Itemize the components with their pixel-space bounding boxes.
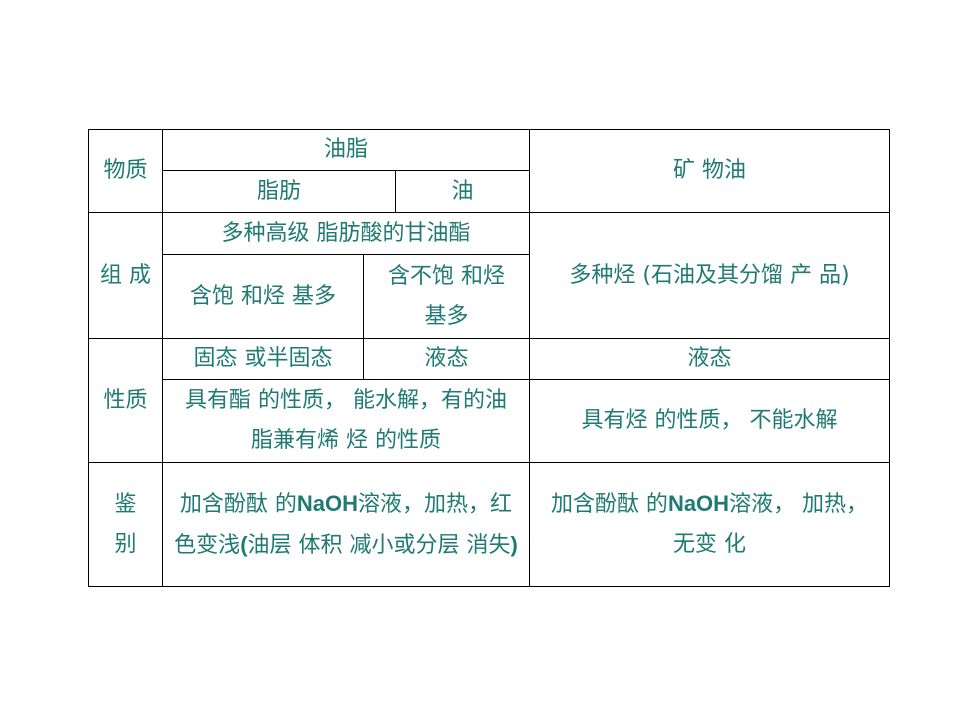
identification-oil-fat-text: 加含酚酞 的NaOH溶液，加热，红 色变浅(油层 体积 减小或分层 消失) xyxy=(168,484,524,566)
properties-mineral-state: 液态 xyxy=(687,346,732,371)
identification-label-b: 别 xyxy=(114,531,137,557)
identification-oil-fat-paren-open: ( xyxy=(240,531,248,557)
identification-oil-fat-part2: 溶液，加热，红 色变浅 xyxy=(174,491,513,558)
composition-oil: 含不饱 和烃 基多 xyxy=(388,263,505,329)
composition-fat: 含饱 和烃 基多 xyxy=(190,283,336,309)
properties-oil-fat-state: 固态 或半固态 xyxy=(193,346,333,371)
identification-oil-fat-naoh: NaOH xyxy=(296,490,359,516)
identification-mineral-text: 加含酚酞 的NaOH溶液， 加热， 无变 化 xyxy=(547,484,872,565)
identification-mineral: 加含酚酞 的NaOH溶液， 加热， 无变 化 xyxy=(529,462,890,587)
identification-mineral-part1: 加含酚酞 的 xyxy=(550,492,668,517)
header-mineral-oil: 矿 物油 xyxy=(673,158,746,183)
header-substance: 物质 xyxy=(103,158,148,183)
composition-label: 组 成 xyxy=(100,262,151,288)
identification-label-a: 鉴 xyxy=(114,491,137,517)
identification-oil-fat-part1: 加含酚酞 的 xyxy=(179,491,297,517)
identification-oil-fat-paren-close: ) xyxy=(510,531,518,557)
composition-mineral-oil: 多种烃 (石油及其分馏 产 品) xyxy=(529,212,890,339)
properties-mineral-chem: 具有烃 的性质， 不能水解 xyxy=(581,408,838,433)
properties-oil-fat-chem: 具有酯 的性质， 能水解，有的油脂兼有烯 烃 的性质 xyxy=(185,388,507,453)
composition-oil-fat-general: 多种高级 脂肪酸的甘油酯 xyxy=(221,220,471,246)
identification-oil-fat: 加含酚酞 的NaOH溶液，加热，红 色变浅(油层 体积 减小或分层 消失) xyxy=(162,462,530,587)
identification-mineral-part2: 溶液， 加热， 无变 化 xyxy=(673,492,869,557)
identification-label: 鉴 别 xyxy=(88,462,163,587)
composition-mineral-oil-text: 多种烃 (石油及其分馏 产 品) xyxy=(569,262,850,288)
identification-oil-fat-part3: 油层 体积 减小或分层 消失 xyxy=(247,532,511,558)
properties-oil-state: 液态 xyxy=(424,346,469,371)
identification-mineral-naoh: NaOH xyxy=(667,491,730,516)
properties-label: 性质 xyxy=(103,387,148,413)
header-fat: 脂肪 xyxy=(256,178,301,204)
header-oil-fat: 油脂 xyxy=(323,137,368,162)
header-oil: 油 xyxy=(451,178,474,204)
